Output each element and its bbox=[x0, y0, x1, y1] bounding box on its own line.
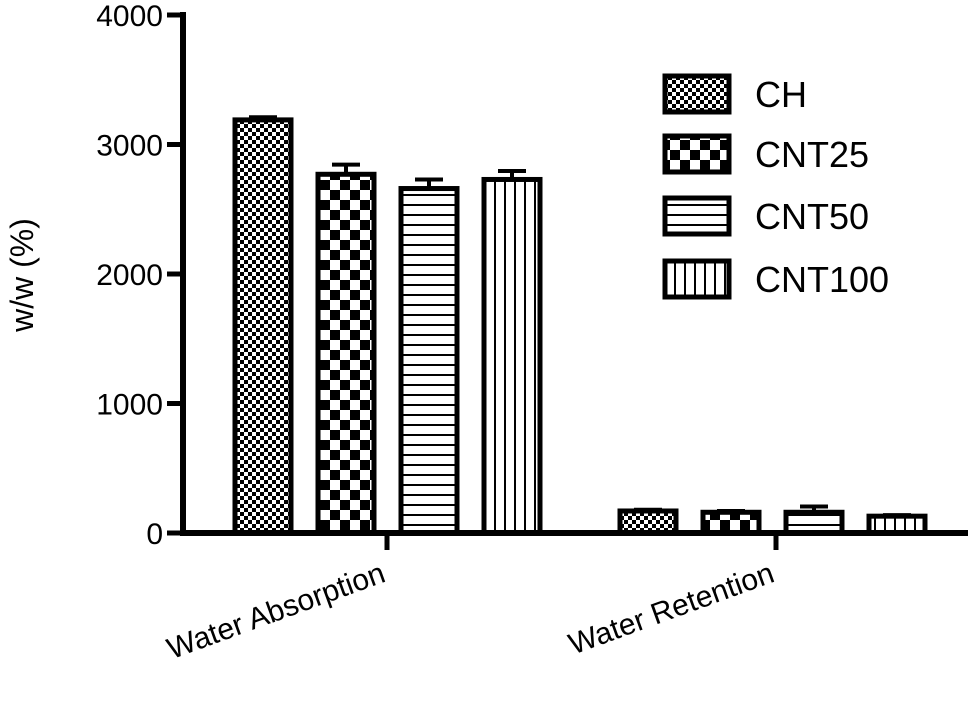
legend-label-cnt25: CNT25 bbox=[755, 134, 869, 175]
legend-label-cnt100: CNT100 bbox=[755, 259, 889, 300]
bar-cnt50-retention bbox=[783, 509, 845, 536]
bar-ch-retention bbox=[617, 508, 679, 536]
bar-cnt50-absorption bbox=[398, 186, 460, 536]
legend-swatch-cnt50 bbox=[662, 195, 732, 237]
bar-cnt25-absorption bbox=[315, 171, 377, 536]
bar-cnt100-absorption bbox=[481, 176, 543, 536]
legend-swatch-ch bbox=[662, 73, 732, 115]
legend-swatch-cnt100 bbox=[662, 258, 732, 300]
legend-label-ch: CH bbox=[755, 74, 807, 115]
y-axis-title: w/w (%) bbox=[4, 218, 40, 333]
bar-cnt25-retention bbox=[700, 509, 762, 536]
x-category-label: Water Absorption bbox=[163, 557, 389, 666]
y-tick-label: 0 bbox=[146, 518, 163, 551]
bar-ch-absorption bbox=[232, 117, 294, 536]
y-tick-label: 1000 bbox=[96, 389, 163, 422]
x-category-label: Water Retention bbox=[564, 557, 778, 662]
legend-swatch-cnt25 bbox=[662, 133, 732, 175]
y-tick-label: 4000 bbox=[96, 0, 163, 33]
legend-label-cnt50: CNT50 bbox=[755, 196, 869, 237]
y-tick-label: 2000 bbox=[96, 259, 163, 292]
y-tick-label: 3000 bbox=[96, 130, 163, 163]
